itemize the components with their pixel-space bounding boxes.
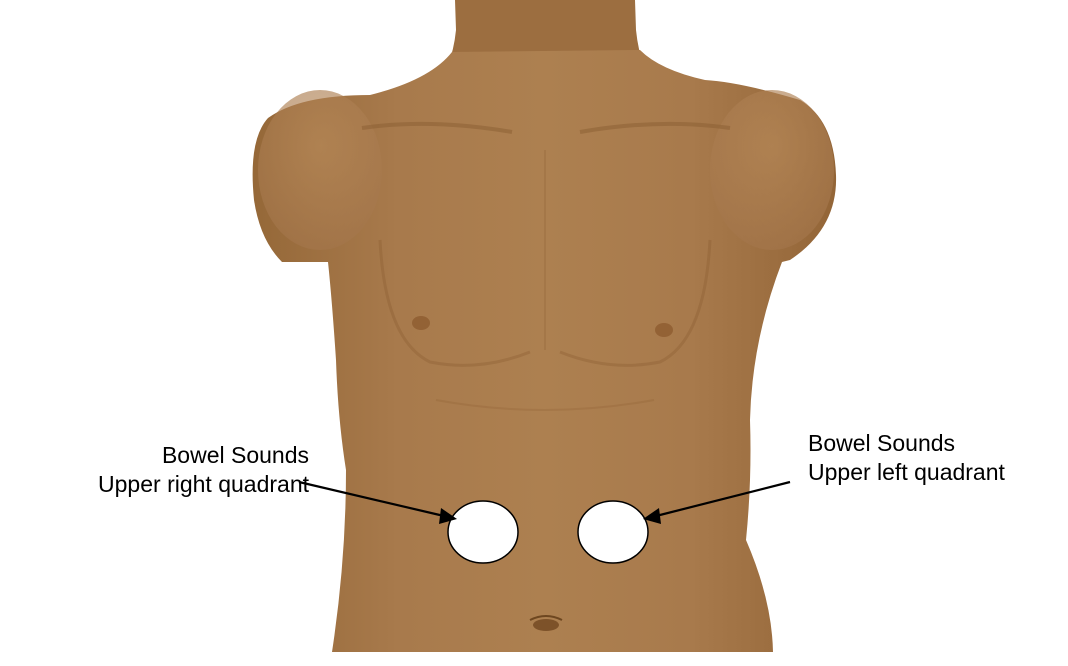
marker-upper-left-quadrant[interactable] xyxy=(578,501,648,563)
callout-upper-right-quadrant: Bowel Sounds Upper right quadrant xyxy=(0,441,309,499)
callout-subtitle: Upper left quadrant xyxy=(808,458,1058,487)
right-shoulder xyxy=(258,90,382,250)
navel xyxy=(533,619,559,631)
nipple-left xyxy=(655,323,673,337)
left-shoulder xyxy=(710,90,834,250)
callout-upper-left-quadrant: Bowel Sounds Upper left quadrant xyxy=(808,429,1058,487)
callout-subtitle: Upper right quadrant xyxy=(0,470,309,499)
nipple-right xyxy=(412,316,430,330)
callout-title: Bowel Sounds xyxy=(808,429,1058,458)
marker-upper-right-quadrant[interactable] xyxy=(448,501,518,563)
callout-title: Bowel Sounds xyxy=(0,441,309,470)
